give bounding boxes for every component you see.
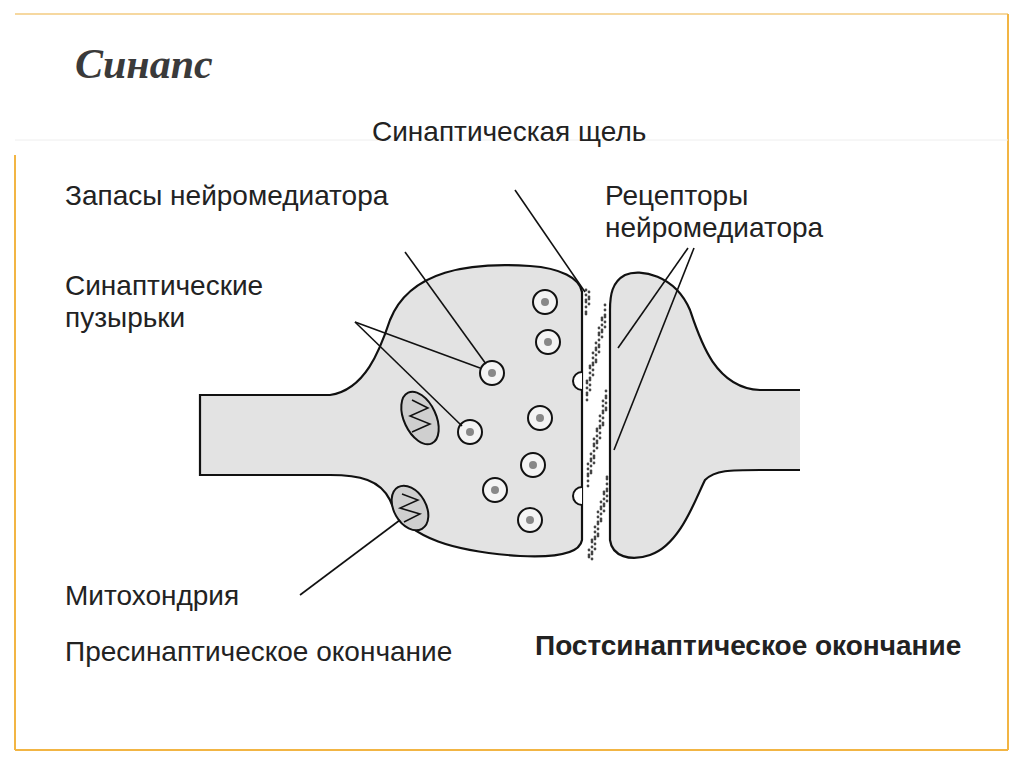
vesicle-label: Синаптические пузырьки	[65, 270, 355, 334]
synaptic-cleft-neurotransmitter	[585, 289, 609, 561]
postsynaptic-label: Постсинаптическое окончание	[535, 630, 975, 662]
receptor-label: Рецепторы нейромедиатора	[605, 180, 965, 244]
synaptic-vesicles	[458, 290, 560, 532]
mitochondria	[384, 386, 446, 537]
exocytosis-pits	[573, 372, 582, 505]
frame	[15, 14, 1008, 750]
leader-lines	[300, 190, 694, 595]
postsynaptic-terminal	[610, 273, 800, 558]
cleft-label: Синаптическая щель	[372, 116, 672, 148]
presynaptic-label: Пресинаптическое окончание	[65, 636, 465, 668]
mitochondrion-label: Митохондрия	[65, 580, 365, 612]
presynaptic-terminal	[200, 265, 582, 556]
vesicle-cores	[466, 298, 552, 524]
transmitter-store-label: Запасы нейромедиатора	[65, 180, 395, 212]
diagram-title: Синапс	[75, 40, 213, 88]
